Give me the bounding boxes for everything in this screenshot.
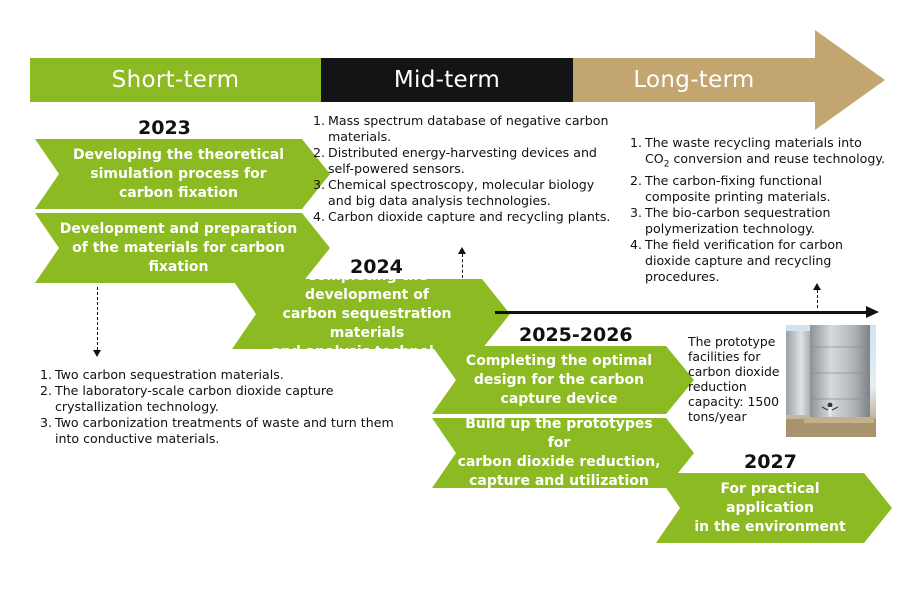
- list-item: 1. The waste recycling materials into CO…: [630, 135, 898, 173]
- timeline-arrowhead: [866, 306, 879, 318]
- list-text: The waste recycling materials into: [645, 135, 862, 150]
- milestone-line: fixation: [148, 258, 209, 275]
- list-text: and big data analysis technologies.: [328, 193, 551, 208]
- list-text: into conductive materials.: [55, 431, 220, 446]
- list-number: 2.: [630, 172, 643, 188]
- milestone-line: capture and utilization: [469, 473, 649, 489]
- list-text: Mass spectrum database of negative carbo…: [328, 113, 609, 128]
- arrow-up-icon: [458, 247, 466, 254]
- short-term-outcomes: 1. Two carbon sequestration materials. 2…: [40, 367, 420, 447]
- list-number: 1.: [313, 113, 326, 128]
- long-term-banner: Long-term: [573, 58, 815, 102]
- milestone-line: carbon sequestration materials: [282, 305, 452, 341]
- short-term-banner: Short-term: [30, 58, 321, 102]
- milestone-line: carbon fixation: [118, 184, 239, 201]
- list-text: polymerization technology.: [645, 220, 815, 236]
- list-item: 3. Chemical spectroscopy, molecular biol…: [313, 177, 633, 209]
- list-text: self-powered sensors.: [328, 161, 465, 176]
- list-text: materials.: [328, 129, 392, 144]
- list-number: 4.: [630, 236, 643, 252]
- silo-illustration: [786, 325, 876, 437]
- connector-short-term: [97, 287, 98, 350]
- caption-line: carbon dioxide: [688, 364, 780, 379]
- list-text: Two carbon sequestration materials.: [55, 367, 284, 382]
- milestone-line: of the materials for carbon: [72, 239, 285, 256]
- list-text: conversion and reuse technology.: [669, 151, 885, 166]
- list-item: 4. Carbon dioxide capture and recycling …: [313, 209, 633, 225]
- co2-formula: CO: [645, 151, 664, 166]
- list-item: 2. The laboratory-scale carbon dioxide c…: [40, 383, 420, 415]
- banner-arrowhead: [815, 30, 885, 130]
- milestone-line: simulation process for: [90, 165, 267, 182]
- list-number: 4.: [313, 209, 326, 224]
- milestone-capture-device-design: Completing the optimal design for the ca…: [432, 346, 694, 414]
- list-text: Distributed energy-harvesting devices an…: [328, 145, 597, 160]
- arrow-down-icon: [93, 350, 101, 357]
- milestone-line: capture device: [500, 390, 618, 407]
- list-number: 1.: [40, 367, 53, 382]
- list-number: 3.: [40, 415, 53, 430]
- connector-long-term: [817, 290, 818, 308]
- arrow-up-icon: [813, 283, 821, 290]
- long-term-outcomes: 1. The waste recycling materials into CO…: [630, 135, 898, 285]
- caption-line: capacity: 1500: [688, 394, 780, 409]
- list-text: dioxide capture and recycling: [645, 252, 832, 268]
- prototype-facility-photo: [786, 325, 876, 437]
- co2-subscript: 2: [663, 159, 670, 170]
- list-text: Two carbonization treatments of waste an…: [55, 415, 394, 430]
- mid-term-banner: Mid-term: [321, 58, 573, 102]
- milestone-line: design for the carbon: [473, 371, 645, 388]
- milestone-prototype-build: Build up the prototypes for carbon dioxi…: [432, 418, 694, 488]
- list-item: 3. Two carbonization treatments of waste…: [40, 415, 420, 447]
- list-text: The laboratory-scale carbon dioxide capt…: [55, 383, 334, 398]
- milestone-line: For practical application: [720, 480, 820, 516]
- list-number: 3.: [313, 177, 326, 192]
- list-text: The carbon-fixing functional: [645, 172, 822, 188]
- list-text: The field verification for carbon: [645, 236, 844, 252]
- year-2024: 2024: [350, 256, 403, 278]
- list-text: The bio-carbon sequestration: [645, 204, 831, 220]
- caption-line: facilities for: [688, 349, 761, 364]
- list-text: crystallization technology.: [55, 399, 219, 414]
- list-item: 2. Distributed energy-harvesting devices…: [313, 145, 633, 177]
- list-text: composite printing materials.: [645, 188, 831, 204]
- milestone-line: Completing the optimal: [465, 352, 653, 369]
- list-number: 1.: [630, 135, 643, 150]
- prototype-caption: The prototype facilities for carbon diox…: [688, 334, 784, 424]
- mid-term-outcomes: 1. Mass spectrum database of negative ca…: [313, 113, 633, 225]
- caption-line: The prototype: [688, 334, 776, 349]
- list-number: 2.: [313, 145, 326, 160]
- milestone-line: Development and preparation: [59, 220, 298, 237]
- timeline-line: [495, 311, 867, 314]
- list-number: 2.: [40, 383, 53, 398]
- milestone-line: carbon dioxide reduction,: [457, 454, 661, 470]
- connector-mid-term: [462, 254, 463, 278]
- milestone-line: in the environment: [694, 518, 846, 535]
- list-item: 1. Two carbon sequestration materials.: [40, 367, 420, 383]
- list-number: 3.: [630, 204, 643, 220]
- list-text: Chemical spectroscopy, molecular biology: [328, 177, 595, 192]
- milestone-sequestration-development: Completing the development of carbon seq…: [232, 279, 510, 349]
- milestone-line: Developing the theoretical: [72, 146, 285, 163]
- year-2023: 2023: [138, 117, 191, 139]
- milestone-materials-preparation: Development and preparation of the mater…: [35, 213, 330, 283]
- caption-line: reduction: [688, 379, 747, 394]
- list-text: procedures.: [645, 268, 720, 284]
- milestone-line: Build up the prototypes for: [465, 416, 653, 451]
- list-item: 1. Mass spectrum database of negative ca…: [313, 113, 633, 145]
- caption-line: tons/year: [688, 409, 747, 424]
- milestone-practical-application: For practical application in the environ…: [656, 473, 892, 543]
- year-2027: 2027: [744, 451, 797, 473]
- year-2025-2026: 2025-2026: [519, 324, 633, 346]
- list-text: Carbon dioxide capture and recycling pla…: [328, 209, 611, 224]
- milestone-theoretical-simulation: Developing the theoretical simulation pr…: [35, 139, 330, 209]
